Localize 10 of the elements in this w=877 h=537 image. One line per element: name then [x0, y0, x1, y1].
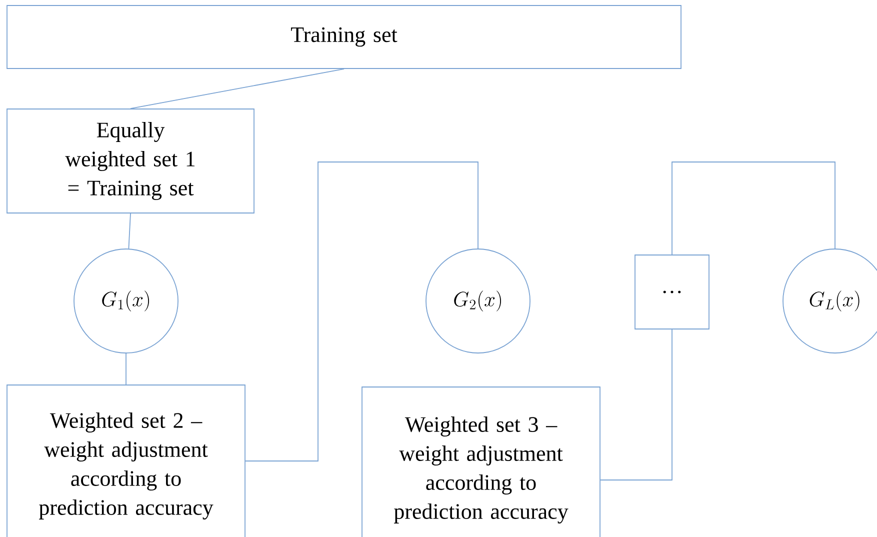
connector-line: [130, 68, 344, 109]
box: Weighted set 2 – weight adjustment according to prediction accuracy: [6, 384, 246, 537]
connector-line: [672, 162, 836, 255]
box: Training set: [6, 5, 682, 69]
connector-line: [245, 162, 478, 462]
box: Equally weighted set 1 = Training set: [6, 108, 254, 214]
connector-line: [600, 329, 672, 480]
box: Weighted set 3 – weight adjustment according to prediction accuracy: [362, 386, 600, 537]
ellipsis-box: …: [634, 254, 710, 330]
connector-line: [128, 213, 131, 250]
